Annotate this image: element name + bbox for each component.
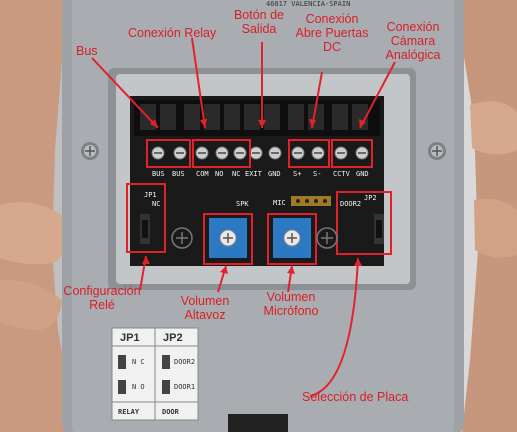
board-jp1-nc: NC	[152, 200, 161, 208]
table-cell-nc: N C	[132, 358, 145, 366]
camera-arrow	[359, 61, 396, 129]
jp1-box	[126, 183, 166, 253]
table-cell-door1: DOOR1	[174, 383, 196, 391]
table-header-jp2: JP2	[163, 332, 183, 344]
jp2-box	[336, 191, 392, 255]
board-door2-label: DOOR2	[340, 200, 362, 208]
terminal-bus-1: BUS	[152, 170, 165, 178]
terminal-exit: EXIT	[245, 170, 262, 178]
board-header-text: 46017 VALENCIA-SPAIN	[266, 0, 351, 8]
door-opener-arrow	[311, 71, 323, 129]
relay-arrow	[191, 37, 206, 129]
terminal-bus-2: BUS	[172, 170, 185, 178]
terminal-s-plus: S+	[293, 170, 302, 178]
board-spk-label: SPK	[236, 200, 249, 208]
terminal-no: NO	[215, 170, 224, 178]
bus-arrow	[91, 57, 159, 129]
board-jp2-label: JP2	[364, 194, 377, 202]
terminal-nc: NC	[232, 170, 241, 178]
plate-selection-label: Selección de Placa	[302, 390, 409, 404]
terminal-com: COM	[196, 170, 209, 178]
bus-terminals-box	[146, 139, 191, 168]
terminal-gnd-1: GND	[268, 170, 281, 178]
terminal-s-minus: S-	[313, 170, 322, 178]
board-mic-label: MIC	[273, 199, 286, 207]
table-header-jp1: JP1	[120, 332, 140, 344]
table-footer-door: DOOR	[162, 408, 179, 416]
bus-label: Bus	[76, 44, 98, 58]
board-jp1-label: JP1	[144, 191, 157, 199]
relay-terminals-box	[192, 139, 251, 168]
door-opener-terminals-box	[288, 139, 330, 168]
table-cell-door2: DOOR2	[174, 358, 196, 366]
plate-selection-arrow	[309, 257, 359, 397]
table-footer-relay: RELAY	[118, 408, 140, 416]
terminal-cctv: CCTV	[333, 170, 350, 178]
relay-connection-label: Conexión Relay	[128, 26, 217, 40]
terminal-gnd-2: GND	[356, 170, 369, 178]
table-cell-no: N O	[132, 383, 145, 391]
camera-terminals-box	[331, 139, 373, 168]
